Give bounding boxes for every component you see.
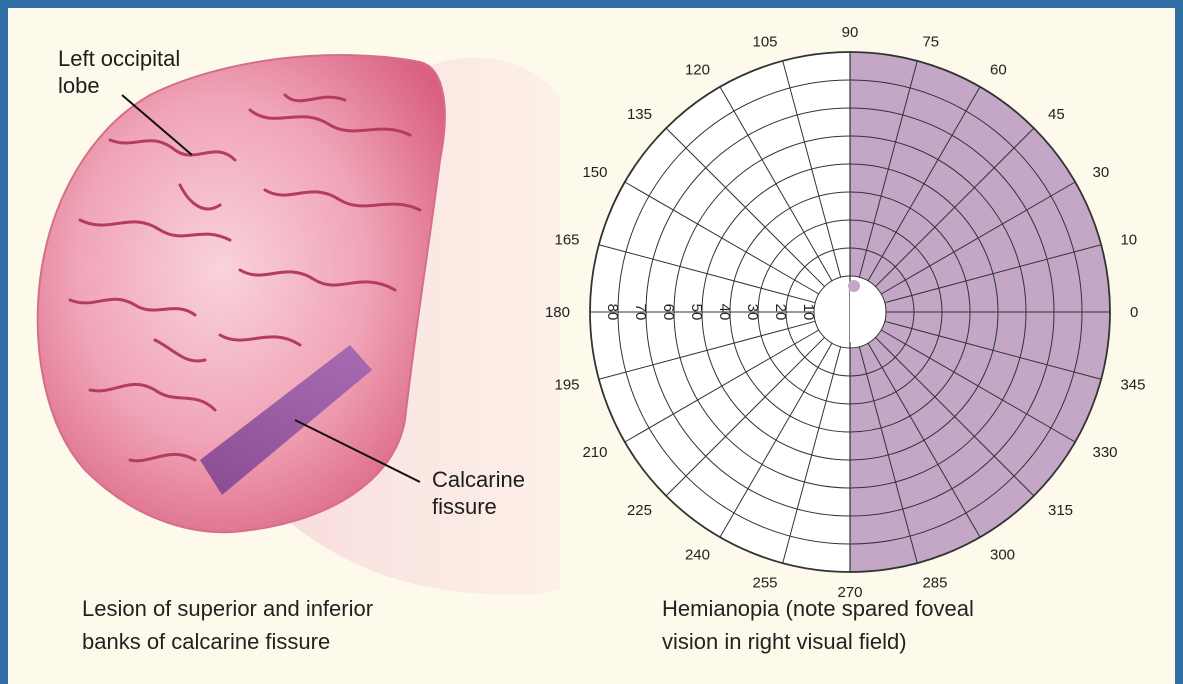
eccentricity-label-70: 70 <box>632 304 649 321</box>
angle-label-285: 285 <box>922 574 947 591</box>
right-caption: Hemianopia (note spared foveal vision in… <box>662 592 974 658</box>
eccentricity-label-80: 80 <box>604 304 621 321</box>
angle-label-60: 60 <box>990 62 1007 79</box>
angle-label-315: 315 <box>1048 502 1073 519</box>
eccentricity-label-60: 60 <box>660 304 677 321</box>
angle-label-330: 330 <box>1092 444 1117 461</box>
angle-label-10: 10 <box>1120 232 1137 249</box>
right-caption-line-2: vision in right visual field) <box>662 625 974 658</box>
foveal-notch <box>848 280 860 292</box>
angle-label-195: 195 <box>555 376 580 393</box>
angle-label-165: 165 <box>555 232 580 249</box>
angle-label-30: 30 <box>1092 164 1109 181</box>
right-caption-line-1: Hemianopia (note spared foveal <box>662 592 974 625</box>
angle-label-240: 240 <box>685 546 710 563</box>
angle-label-0: 0 <box>1130 304 1138 321</box>
angle-label-210: 210 <box>582 444 607 461</box>
angle-label-225: 225 <box>627 502 652 519</box>
angle-label-180: 180 <box>545 304 570 321</box>
eccentricity-label-40: 40 <box>716 304 733 321</box>
angle-label-120: 120 <box>685 62 710 79</box>
angle-label-135: 135 <box>627 106 652 123</box>
angle-label-45: 45 <box>1048 106 1065 123</box>
angle-label-255: 255 <box>752 574 777 591</box>
eccentricity-label-20: 20 <box>772 304 789 321</box>
angle-label-75: 75 <box>922 34 939 51</box>
angle-label-345: 345 <box>1120 376 1145 393</box>
angle-label-300: 300 <box>990 546 1015 563</box>
eccentricity-label-30: 30 <box>744 304 761 321</box>
angle-label-90: 90 <box>842 24 859 41</box>
eccentricity-label-10: 10 <box>800 304 817 321</box>
angle-label-105: 105 <box>752 34 777 51</box>
angle-label-150: 150 <box>582 164 607 181</box>
eccentricity-label-50: 50 <box>688 304 705 321</box>
